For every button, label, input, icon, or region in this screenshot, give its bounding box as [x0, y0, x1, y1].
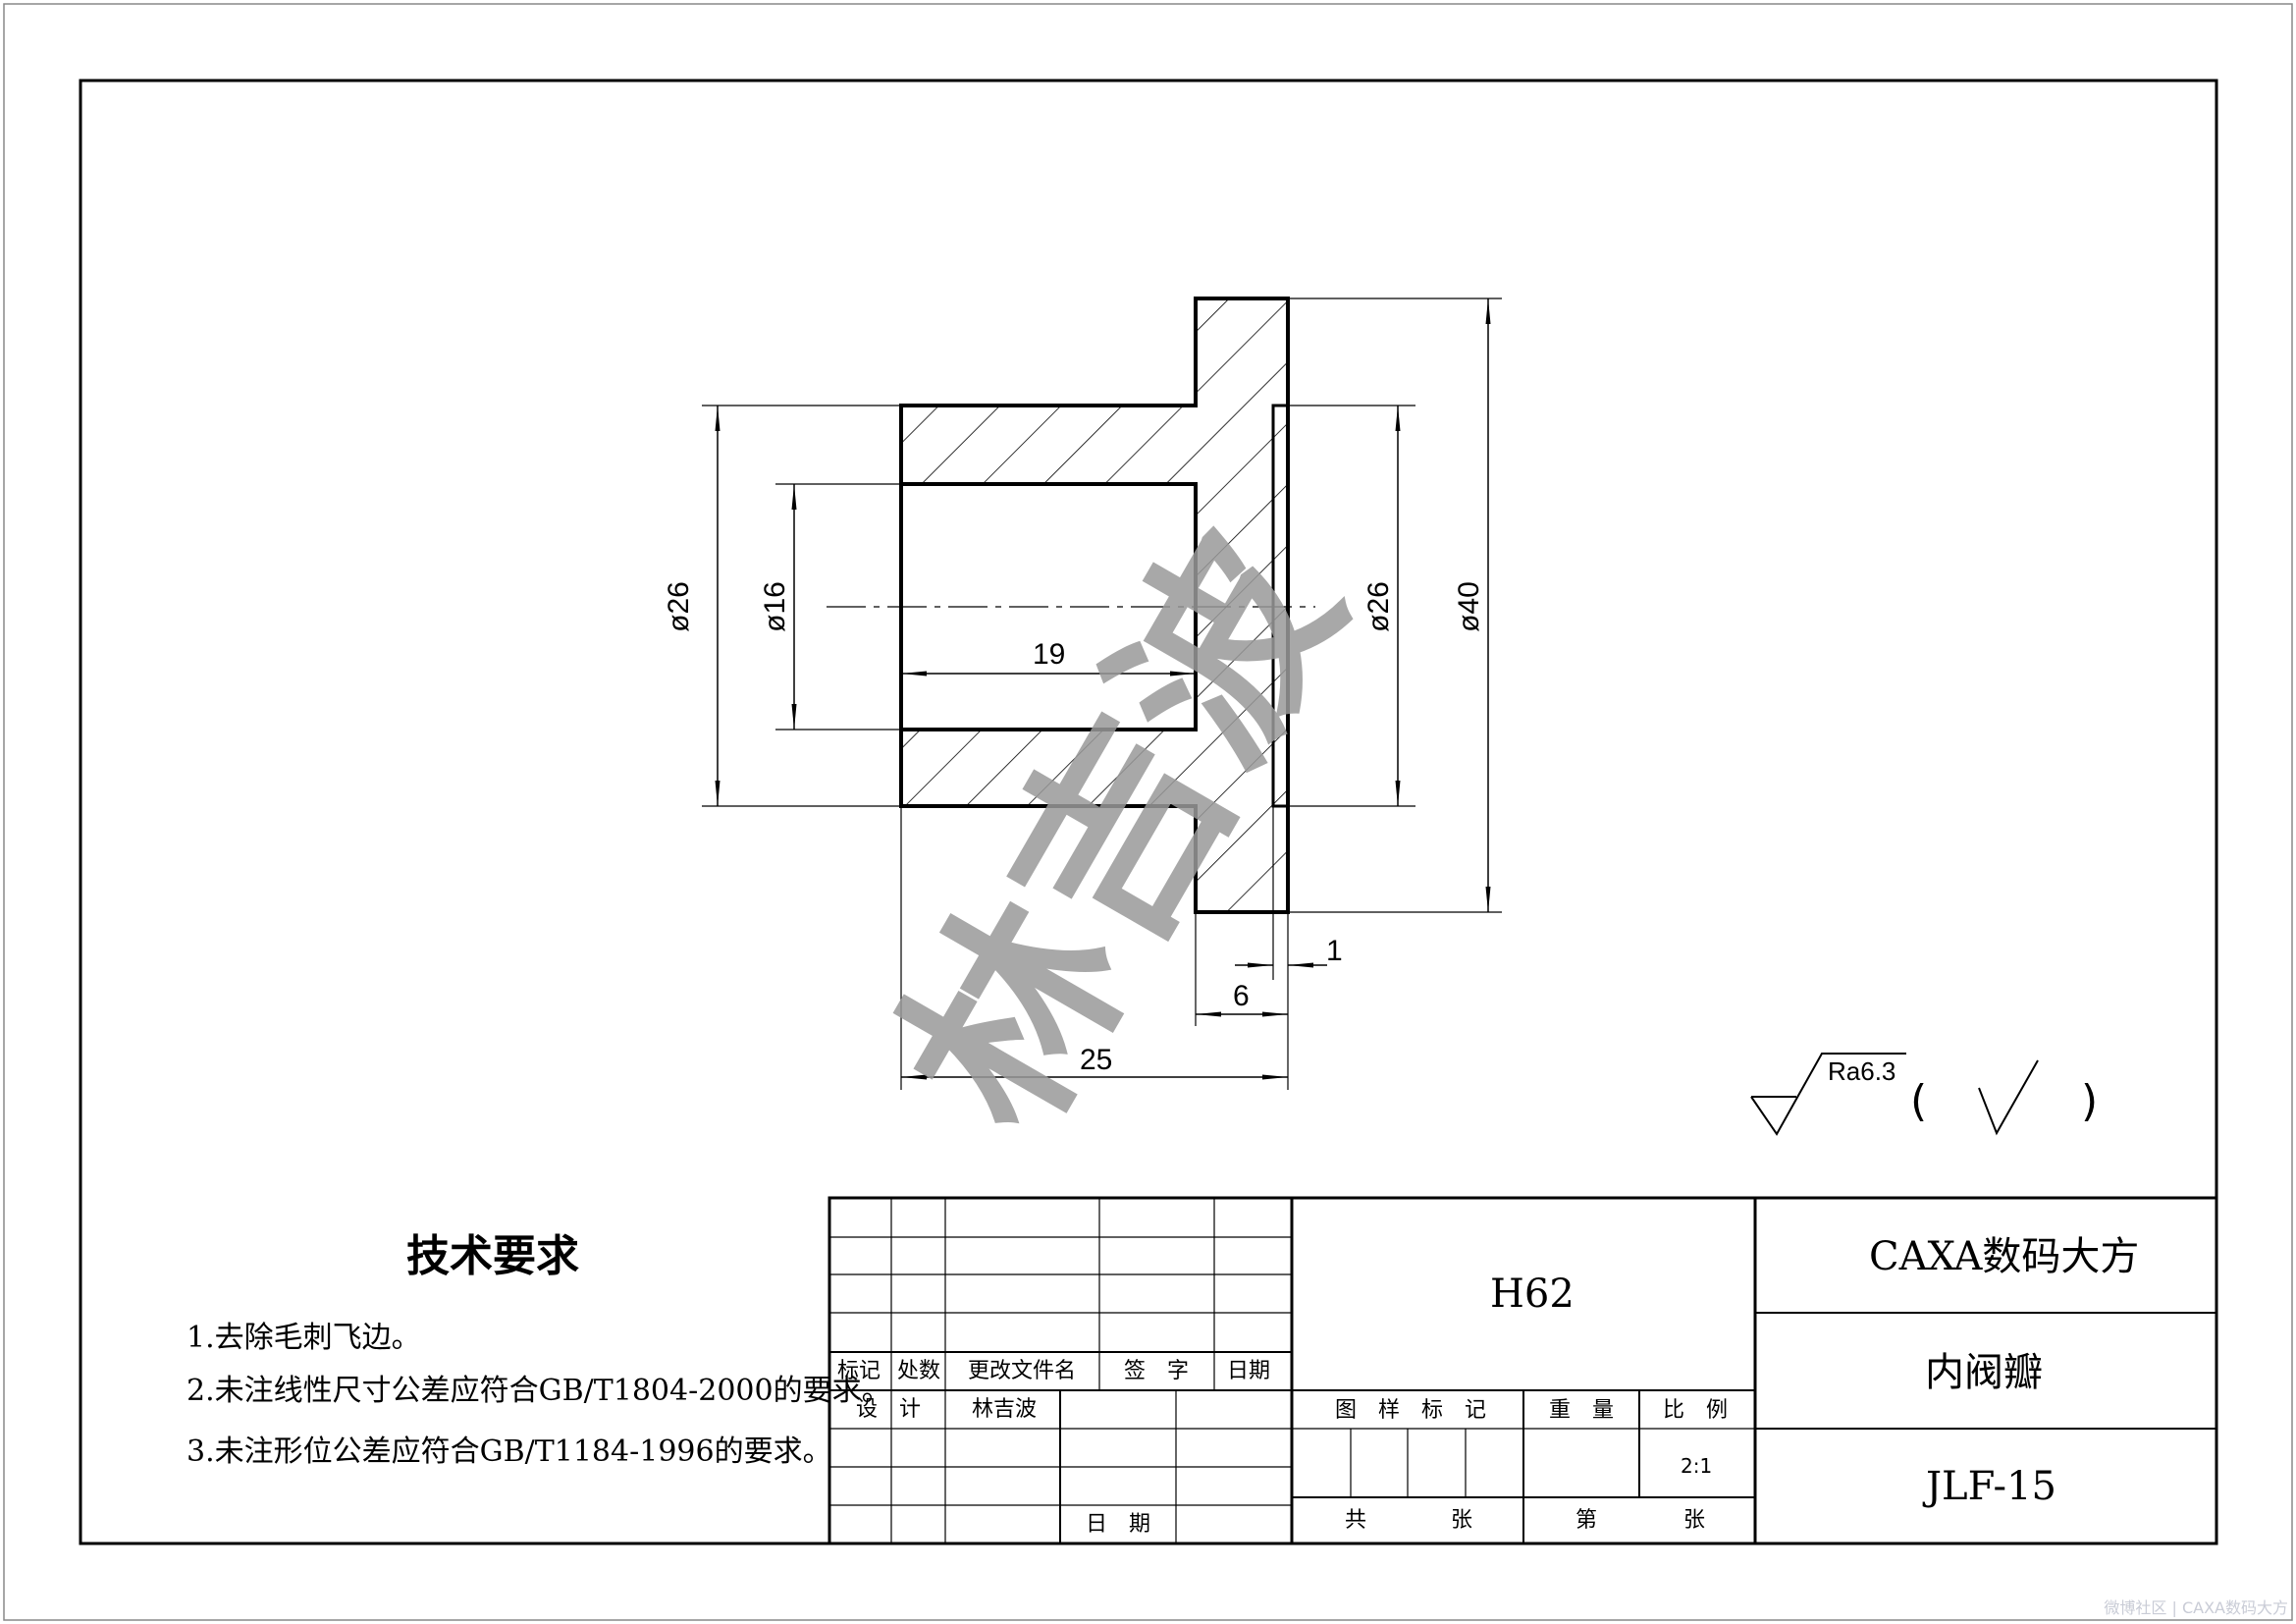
rev-header-doc: 更改文件名	[968, 1359, 1077, 1383]
dim-d26-left	[702, 405, 901, 807]
sheet-label: 张	[1451, 1508, 1473, 1533]
requirements-title: 技术要求	[406, 1231, 579, 1281]
dim-d26-left-text: ø26	[663, 581, 695, 632]
roughness-paren-close: )	[2081, 1076, 2099, 1126]
rev-header-sign: 签 字	[1124, 1359, 1190, 1383]
requirement-item-3: 3.未注形位公差应符合GB/T1184-1996的要求。	[187, 1435, 832, 1469]
date-label: 日 期	[1086, 1512, 1151, 1537]
scale-label: 比 例	[1663, 1398, 1729, 1423]
title-block	[828, 1196, 2218, 1545]
dim-d16	[775, 483, 901, 731]
dim-d26-right	[1288, 405, 1415, 807]
total-label: 共	[1345, 1508, 1367, 1533]
sheet-label-2: 张	[1683, 1508, 1706, 1533]
dim-d40-text: ø40	[1453, 581, 1485, 632]
designer-name: 林吉波	[972, 1397, 1038, 1422]
dim-len25-text: 25	[1080, 1044, 1113, 1076]
dim-len19-text: 19	[1033, 638, 1066, 671]
dim-len6-text: 6	[1233, 980, 1250, 1012]
part-name: 内阀瓣	[1925, 1350, 2043, 1395]
rev-header-mark: 标记	[837, 1359, 881, 1383]
dim-d40	[1288, 298, 1502, 913]
weight-label: 重 量	[1549, 1398, 1615, 1423]
dim-len1-text: 1	[1326, 935, 1343, 967]
rev-header-date: 日期	[1227, 1359, 1271, 1383]
company-name: CAXA数码大方	[1869, 1234, 2140, 1279]
roughness-paren-open: (	[1910, 1076, 1928, 1126]
roughness-value: Ra6.3	[1828, 1056, 1896, 1086]
material: H62	[1490, 1272, 1575, 1317]
rev-header-zones: 处数	[897, 1359, 941, 1383]
design-label: 设 计	[856, 1397, 922, 1422]
num-label: 第	[1575, 1508, 1598, 1533]
scale-value: 2:1	[1681, 1454, 1713, 1478]
footer-credit: 微博社区 | CAXA数码大方	[2104, 1598, 2288, 1617]
drawing-number: JLF-15	[1926, 1464, 2056, 1509]
roughness-symbol	[1750, 1053, 2039, 1136]
sample-mark-label: 图 样 标 记	[1335, 1398, 1487, 1423]
dim-d16-text: ø16	[759, 581, 791, 632]
requirement-item-2: 2.未注线性尺寸公差应符合GB/T1804-2000的要求。	[187, 1374, 891, 1408]
requirement-item-1: 1.去除毛刺飞边。	[187, 1321, 421, 1355]
